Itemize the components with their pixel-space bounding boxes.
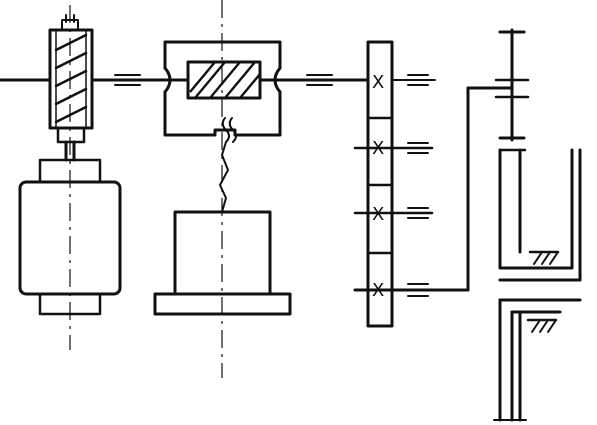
bevel-clutch-assembly [466,28,582,422]
main-shaft [0,74,370,86]
gear-shafts [353,74,470,297]
clutch-housing [163,40,282,137]
worm-helix [54,33,88,124]
clutch-hatch [189,61,261,99]
ground-supports [526,250,560,333]
gear-stack: X X X X [366,40,394,328]
flexible-shaft [219,117,237,213]
gear-mark: X [372,204,384,225]
bearing-marks [114,74,333,86]
gear-mark: X [372,72,384,93]
worm-gear-shaft [48,14,94,162]
